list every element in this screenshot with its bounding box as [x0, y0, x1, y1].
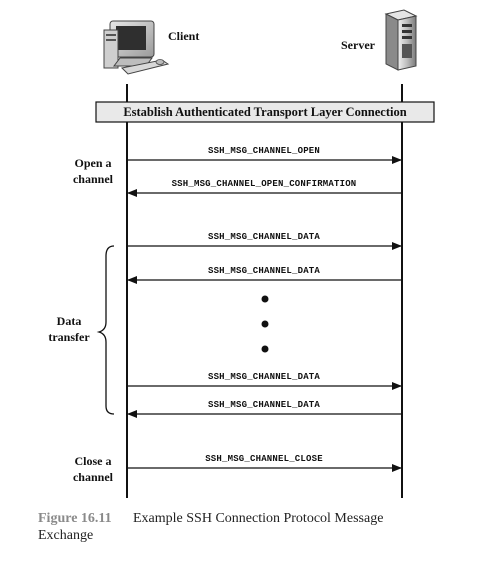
message-label: SSH_MSG_CHANNEL_OPEN	[208, 146, 320, 156]
message-row: SSH_MSG_CHANNEL_CLOSE	[128, 454, 402, 472]
message-arrows: SSH_MSG_CHANNEL_OPEN SSH_MSG_CHANNEL_OPEN…	[127, 146, 402, 472]
phase-data-line2: transfer	[48, 330, 90, 344]
message-row: SSH_MSG_CHANNEL_OPEN_CONFIRMATION	[127, 179, 401, 197]
ellipsis-dot	[261, 295, 269, 303]
figure-title-line2: Exchange	[38, 528, 93, 543]
phase-data-line1: Data	[57, 314, 82, 328]
message-row: SSH_MSG_CHANNEL_DATA	[127, 400, 401, 418]
phase-open-line1: Open a	[74, 156, 111, 170]
message-label: SSH_MSG_CHANNEL_OPEN_CONFIRMATION	[172, 179, 357, 189]
client-label: Client	[168, 29, 199, 43]
figure-number: Figure 16.11	[38, 511, 112, 526]
message-row: SSH_MSG_CHANNEL_DATA	[127, 266, 401, 284]
transport-connection-banner: Establish Authenticated Transport Layer …	[95, 101, 435, 123]
message-row: SSH_MSG_CHANNEL_DATA	[128, 232, 402, 250]
message-label: SSH_MSG_CHANNEL_DATA	[208, 232, 320, 242]
message-row: SSH_MSG_CHANNEL_DATA	[128, 372, 402, 390]
banner-text: Establish Authenticated Transport Layer …	[123, 105, 406, 119]
phase-open-label: Open a channel	[73, 156, 114, 186]
phase-close-line1: Close a	[75, 454, 112, 468]
phase-close-line2: channel	[73, 470, 114, 484]
message-row: SSH_MSG_CHANNEL_OPEN	[128, 146, 402, 164]
phase-data-label: Data transfer	[48, 314, 90, 344]
message-label: SSH_MSG_CHANNEL_DATA	[208, 266, 320, 276]
phase-open-line2: channel	[73, 172, 114, 186]
message-label: SSH_MSG_CHANNEL_CLOSE	[205, 454, 323, 464]
server-tower-icon	[384, 9, 418, 71]
figure-caption: Figure 16.11 Example SSH Connection Prot…	[38, 511, 383, 543]
message-label: SSH_MSG_CHANNEL_DATA	[208, 400, 320, 410]
data-transfer-brace	[96, 245, 115, 415]
continuation-ellipsis	[261, 295, 269, 353]
client-computer-icon	[103, 20, 170, 75]
server-label: Server	[341, 38, 376, 52]
ellipsis-dot	[261, 320, 269, 328]
phase-close-label: Close a channel	[73, 454, 114, 484]
figure-title-line1: Example SSH Connection Protocol Message	[133, 511, 383, 526]
ellipsis-dot	[261, 345, 269, 353]
message-label: SSH_MSG_CHANNEL_DATA	[208, 372, 320, 382]
